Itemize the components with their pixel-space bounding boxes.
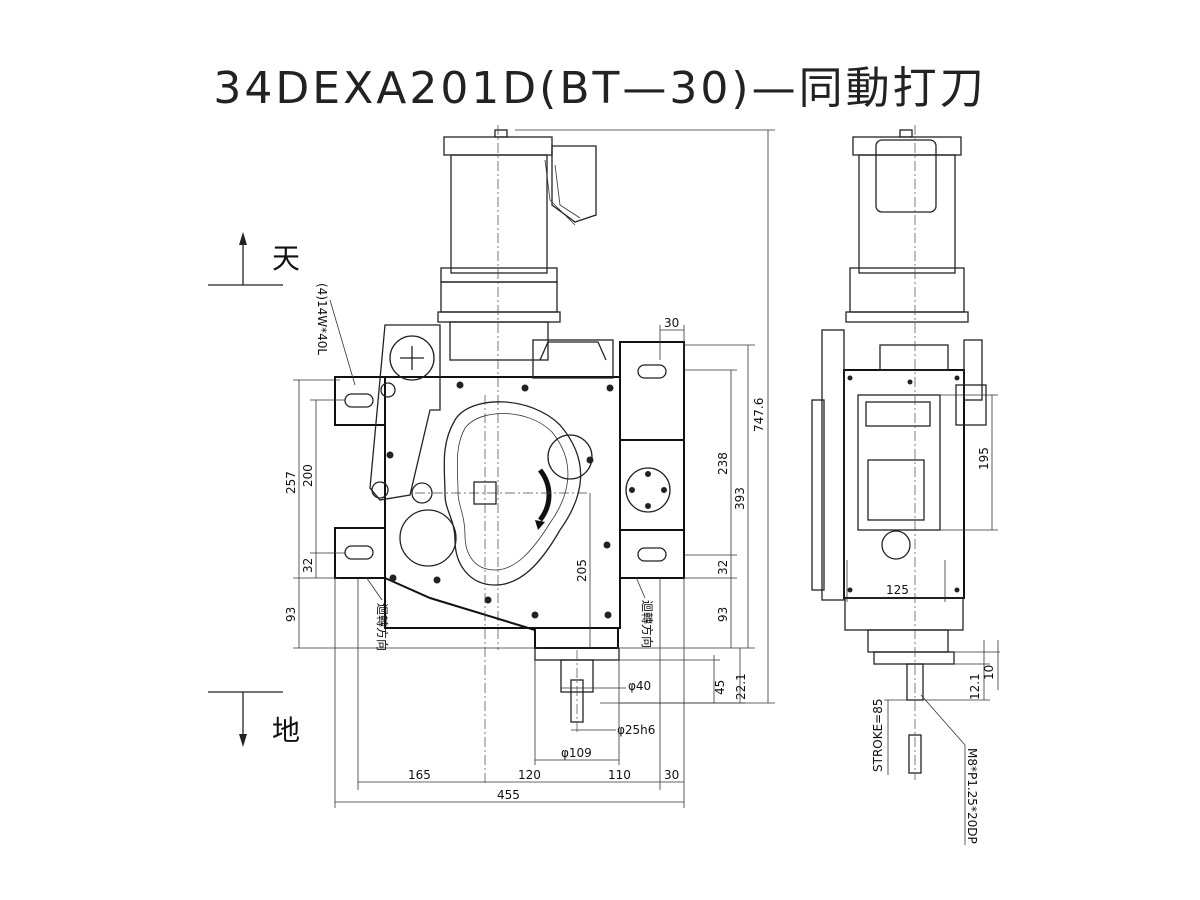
right-slot-lower (637, 547, 667, 562)
stroke-note: STROKE=85 (871, 698, 885, 772)
dim-32-left: 32 (301, 558, 315, 573)
gear-wheel-left (399, 509, 457, 567)
dim-30-bottom: 30 (664, 768, 679, 782)
side-spindle-flange (873, 651, 955, 665)
front-view: (4)14W*40L 迴轉方向 迴轉方向 (315, 125, 685, 785)
dim-phi-25h6: φ25h6 (617, 723, 655, 737)
left-slot-upper (344, 393, 374, 408)
up-direction-indicator: 天 (208, 232, 300, 286)
dim-32-right: 32 (716, 560, 730, 575)
motor-body (437, 129, 561, 361)
motor-terminal-box (544, 145, 597, 226)
dim-200: 200 (301, 464, 315, 487)
dim-phi-109: φ109 (561, 746, 592, 760)
dim-238: 238 (716, 452, 730, 475)
side-port (881, 530, 911, 560)
up-label: 天 (272, 242, 300, 275)
dim-455: 455 (497, 788, 520, 802)
dim-10: 10 (982, 665, 996, 680)
right-motor-block (619, 439, 685, 531)
right-mount-upper (619, 341, 685, 441)
front-dimensions: 30 747.6 393 238 32 93 205 257 (284, 129, 775, 808)
side-left-plate (821, 329, 845, 601)
side-gear-housing (843, 369, 965, 599)
side-motor (845, 129, 969, 323)
dim-93-left: 93 (284, 607, 298, 622)
dim-45: 45 (713, 680, 727, 695)
dim-12-1: 12.1 (968, 673, 982, 700)
down-label: 地 (272, 714, 300, 747)
dim-195: 195 (977, 447, 991, 470)
dim-phi-40: φ40 (628, 679, 651, 693)
gear-wheel-right (547, 434, 593, 480)
dim-205: 205 (575, 559, 589, 582)
mount-holes-note: (4)14W*40L (315, 283, 329, 355)
dim-747-6: 747.6 (752, 398, 766, 432)
dim-165: 165 (408, 768, 431, 782)
thread-note: M8*P1.25*20DP (965, 748, 979, 844)
right-mount-lower (619, 529, 685, 579)
housing-bolts (386, 381, 614, 619)
rotation-label-right: 迴轉方向 (640, 600, 655, 648)
left-slot-lower (344, 545, 374, 560)
top-cover (532, 339, 614, 379)
roller (411, 482, 433, 504)
side-spindle (906, 663, 924, 701)
arm-lever (369, 324, 441, 501)
right-aux-flange (625, 467, 671, 513)
cam-track-outer (443, 401, 582, 586)
dim-393: 393 (733, 487, 747, 510)
dim-22-1: 22.1 (734, 673, 748, 700)
dim-93-right: 93 (716, 607, 730, 622)
left-mount-upper (334, 376, 386, 426)
mount-holes-leader (329, 299, 356, 386)
right-slot-upper (637, 364, 667, 379)
rotation-arrow (537, 468, 552, 522)
side-dimensions: 195 125 12.1 10 STROKE=85 M8*P1.25*20DP (846, 394, 1000, 845)
dim-257: 257 (284, 471, 298, 494)
side-bolts (847, 375, 960, 593)
dim-125: 125 (886, 583, 909, 597)
drawing-title: 34DEXA201D(BT—30)—同動打刀 (213, 63, 987, 114)
down-direction-indicator: 地 (208, 691, 300, 747)
side-view (811, 125, 987, 780)
side-cam-frame (857, 394, 941, 531)
dim-110: 110 (608, 768, 631, 782)
rotation-label-left: 迴轉方向 (375, 603, 390, 651)
dim-120: 120 (518, 768, 541, 782)
dim-30-top: 30 (664, 316, 679, 330)
